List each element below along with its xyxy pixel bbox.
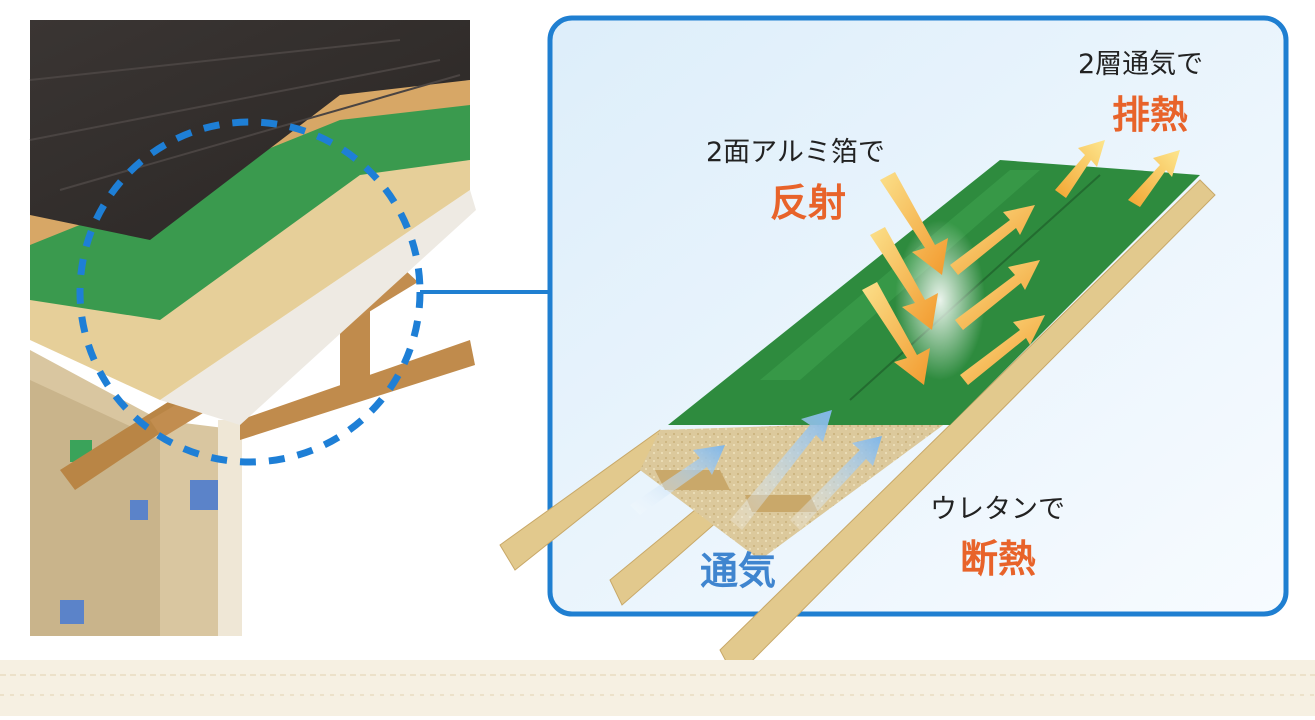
fascia-board [160, 190, 476, 425]
wood-trim [30, 80, 470, 245]
heat-arrow-icon [950, 205, 1045, 385]
wall-wrap-mark [60, 600, 84, 624]
roof-line [59, 74, 461, 191]
corner-post [218, 420, 242, 636]
wall-wrap-mark [130, 500, 148, 520]
roof-sheathing [30, 160, 470, 400]
reflect-caption: 2面アルミ箔で [706, 137, 885, 168]
insulation-caption: ウレタンで [930, 494, 1065, 525]
house-cutaway [29, 20, 476, 636]
heat-arrow-icon [862, 172, 948, 385]
ventilation-keyword: 通気 [700, 549, 777, 593]
bottom-texture-strip [0, 660, 1315, 716]
roof-line [29, 39, 401, 81]
exhaust-keyword: 排熱 [1112, 93, 1189, 137]
green-underlayment [30, 100, 470, 320]
insulation-keyword: 断熱 [960, 537, 1037, 581]
exhaust-arrow-icon [1055, 140, 1180, 207]
reflect-keyword: 反射 [770, 181, 847, 225]
air-flow-arrow-icon [630, 410, 882, 530]
wall-wrap-mark [190, 480, 218, 510]
detail-panel [499, 15, 1289, 679]
exhaust-caption: 2層通気で [1078, 49, 1204, 80]
roof-line [29, 59, 441, 141]
